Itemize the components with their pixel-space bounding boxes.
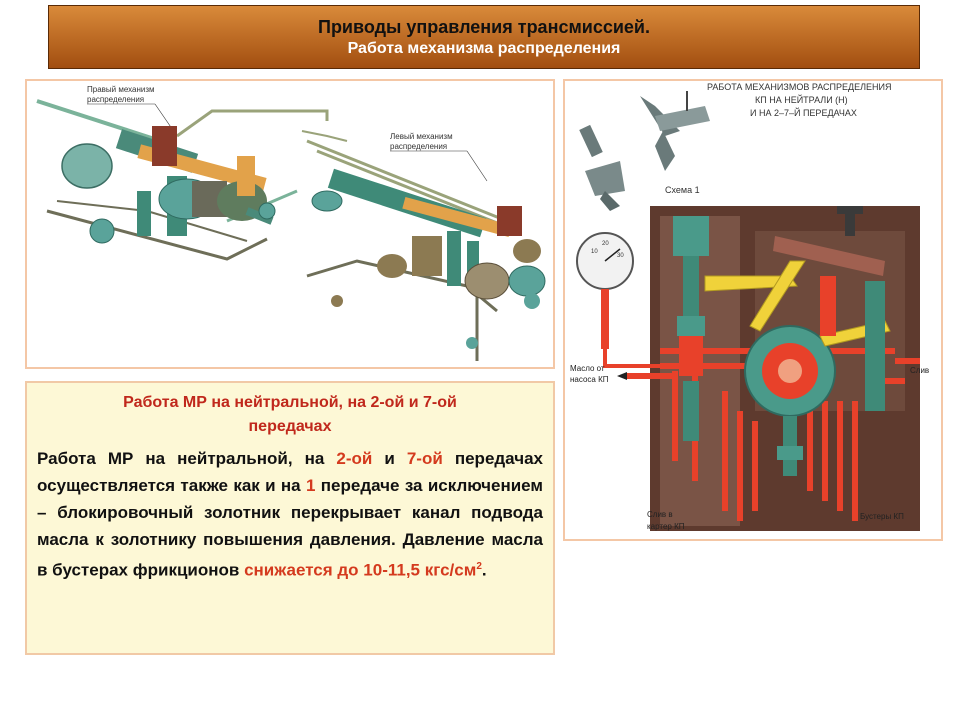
hydraulic-scheme-illustration: РАБОТА МЕХАНИЗМОВ РАСПРЕДЕЛЕНИЯ КП НА НЕ… bbox=[563, 79, 943, 541]
distribution-mechanism-illustration: Правый механизм распределения Левый меха… bbox=[25, 79, 555, 369]
highlight-gear-7: 7-ой bbox=[406, 449, 443, 468]
paragraph-text-3: передачах осуществляется также как и на bbox=[37, 449, 543, 495]
paragraph-text-4: передаче за исключением – блокировочный … bbox=[37, 476, 543, 580]
description-heading: Работа МР на нейтральной, на 2-ой и 7-ой… bbox=[37, 391, 543, 439]
scheme-1-label: Схема 1 bbox=[665, 185, 700, 195]
highlight-gear-1: 1 bbox=[305, 476, 316, 495]
slide-subtitle: Работа механизма распределения bbox=[347, 40, 621, 57]
label-oil-from-1: Масло от bbox=[570, 364, 605, 373]
scheme-drawing: РАБОТА МЕХАНИЗМОВ РАСПРЕДЕЛЕНИЯ КП НА НЕ… bbox=[570, 82, 929, 531]
paragraph-text-1: Работа МР на нейтральной, на bbox=[37, 449, 337, 468]
slide-title: Приводы управления трансмиссией. bbox=[318, 17, 650, 37]
gauge-mark-10: 10 bbox=[591, 249, 598, 255]
mechanism-drawing: Правый механизм распределения Левый меха… bbox=[36, 85, 546, 361]
gauge-mark-20: 20 bbox=[602, 241, 609, 247]
label-left-mechanism-1: Левый механизм bbox=[390, 132, 453, 141]
slide-header: Приводы управления трансмиссией. Работа … bbox=[48, 5, 920, 69]
label-oil-from-2: насоса КП bbox=[570, 375, 609, 384]
scheme-title-1: РАБОТА МЕХАНИЗМОВ РАСПРЕДЕЛЕНИЯ bbox=[707, 82, 891, 92]
description-paragraph: Работа МР на нейтральной, на 2-ой и 7-ой… bbox=[37, 445, 543, 584]
heading-line-2: передачах bbox=[248, 418, 332, 435]
paragraph-end: . bbox=[481, 560, 487, 580]
label-drain-to-1: Слив в bbox=[647, 510, 673, 519]
highlight-pressure: снижается до 10-11,5 кгс/см bbox=[244, 560, 477, 580]
label-drain-to-2: картер КП bbox=[647, 522, 685, 531]
label-left-mechanism-2: распределения bbox=[390, 142, 447, 151]
heading-line-1: Работа МР на нейтральной, на 2-ой и 7-ой bbox=[123, 394, 457, 411]
scheme-title-3: И НА 2–7–Й ПЕРЕДАЧАХ bbox=[750, 107, 857, 118]
superscript-2: 2 bbox=[476, 561, 482, 572]
scheme-title-2: КП НА НЕЙТРАЛИ (Н) bbox=[755, 94, 848, 105]
paragraph-text-2: и bbox=[372, 449, 407, 468]
highlight-gear-2: 2-ой bbox=[336, 449, 373, 468]
label-right-mechanism-1: Правый механизм bbox=[87, 85, 155, 94]
description-box: Работа МР на нейтральной, на 2-ой и 7-ой… bbox=[25, 381, 555, 655]
label-boosters: Бустеры КП bbox=[860, 512, 904, 521]
label-drain: Слив bbox=[910, 366, 929, 375]
gauge-mark-30: 30 bbox=[617, 253, 624, 259]
label-right-mechanism-2: распределения bbox=[87, 95, 144, 104]
